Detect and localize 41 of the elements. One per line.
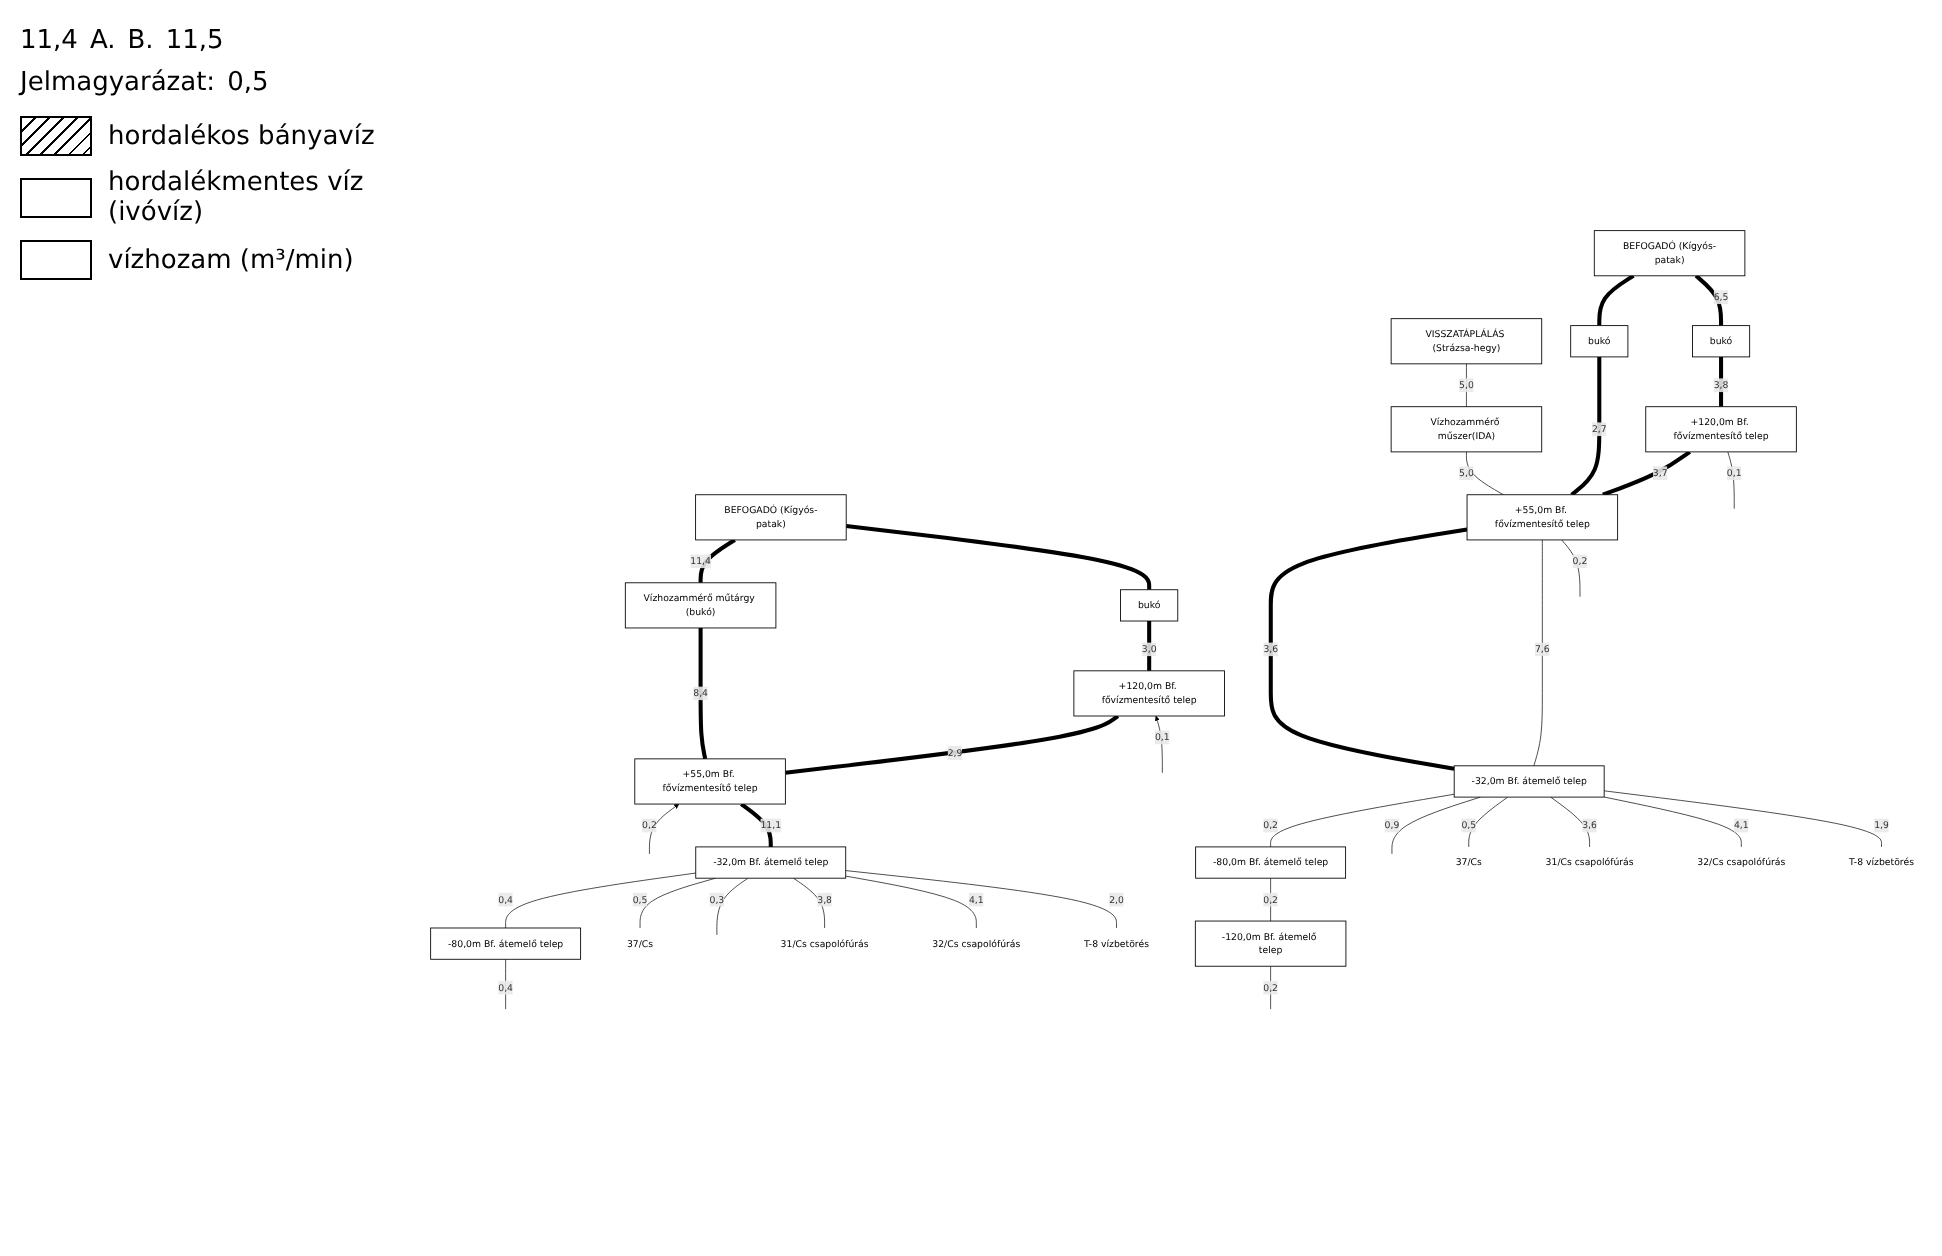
flow-line <box>505 872 697 928</box>
note-text: 11,4 <box>20 26 78 56</box>
flow-line <box>1270 965 1271 1009</box>
legend-text: hordalékmentes víz (ivóvíz) <box>108 168 366 228</box>
flow-line <box>1727 450 1735 509</box>
flow-band <box>1147 620 1152 671</box>
flow-band <box>698 537 736 583</box>
flow-band <box>1597 273 1635 326</box>
flow-band <box>1268 527 1468 771</box>
note-text: A. <box>89 26 116 56</box>
flow-line <box>793 877 825 928</box>
flow-line <box>845 875 977 928</box>
flow-line <box>1391 796 1481 854</box>
note-text: 0,5 <box>227 68 269 98</box>
flow-line <box>639 877 716 928</box>
legend-text: hordalékos bányavíz <box>108 121 375 151</box>
flow-line <box>1270 793 1455 847</box>
note-text: 11,5 <box>165 26 224 56</box>
flow-band <box>740 801 773 847</box>
flow-band <box>1694 273 1724 326</box>
flow-band <box>785 713 1120 775</box>
flow-line <box>1603 796 1742 847</box>
flow-line <box>1533 539 1543 766</box>
flow-band <box>1602 449 1692 497</box>
flow-band <box>845 523 1152 590</box>
flow-line <box>1466 362 1467 407</box>
flow-band <box>1570 356 1602 496</box>
flow-line <box>1603 789 1882 847</box>
flow-band <box>698 627 708 759</box>
flow-line <box>1466 450 1504 495</box>
flow-line <box>1561 539 1581 597</box>
flow-line <box>716 877 749 935</box>
note-text: Jelmagyarázat: <box>20 68 216 98</box>
flow-line <box>1550 796 1590 847</box>
legend-text: vízhozam (m³/min) <box>108 245 354 275</box>
flow-line <box>505 958 506 1009</box>
flow-line <box>1270 877 1271 921</box>
flow-line <box>1468 796 1509 847</box>
flow-band <box>1719 356 1724 407</box>
flow-line <box>845 869 1117 928</box>
note-text: B. <box>127 26 154 56</box>
